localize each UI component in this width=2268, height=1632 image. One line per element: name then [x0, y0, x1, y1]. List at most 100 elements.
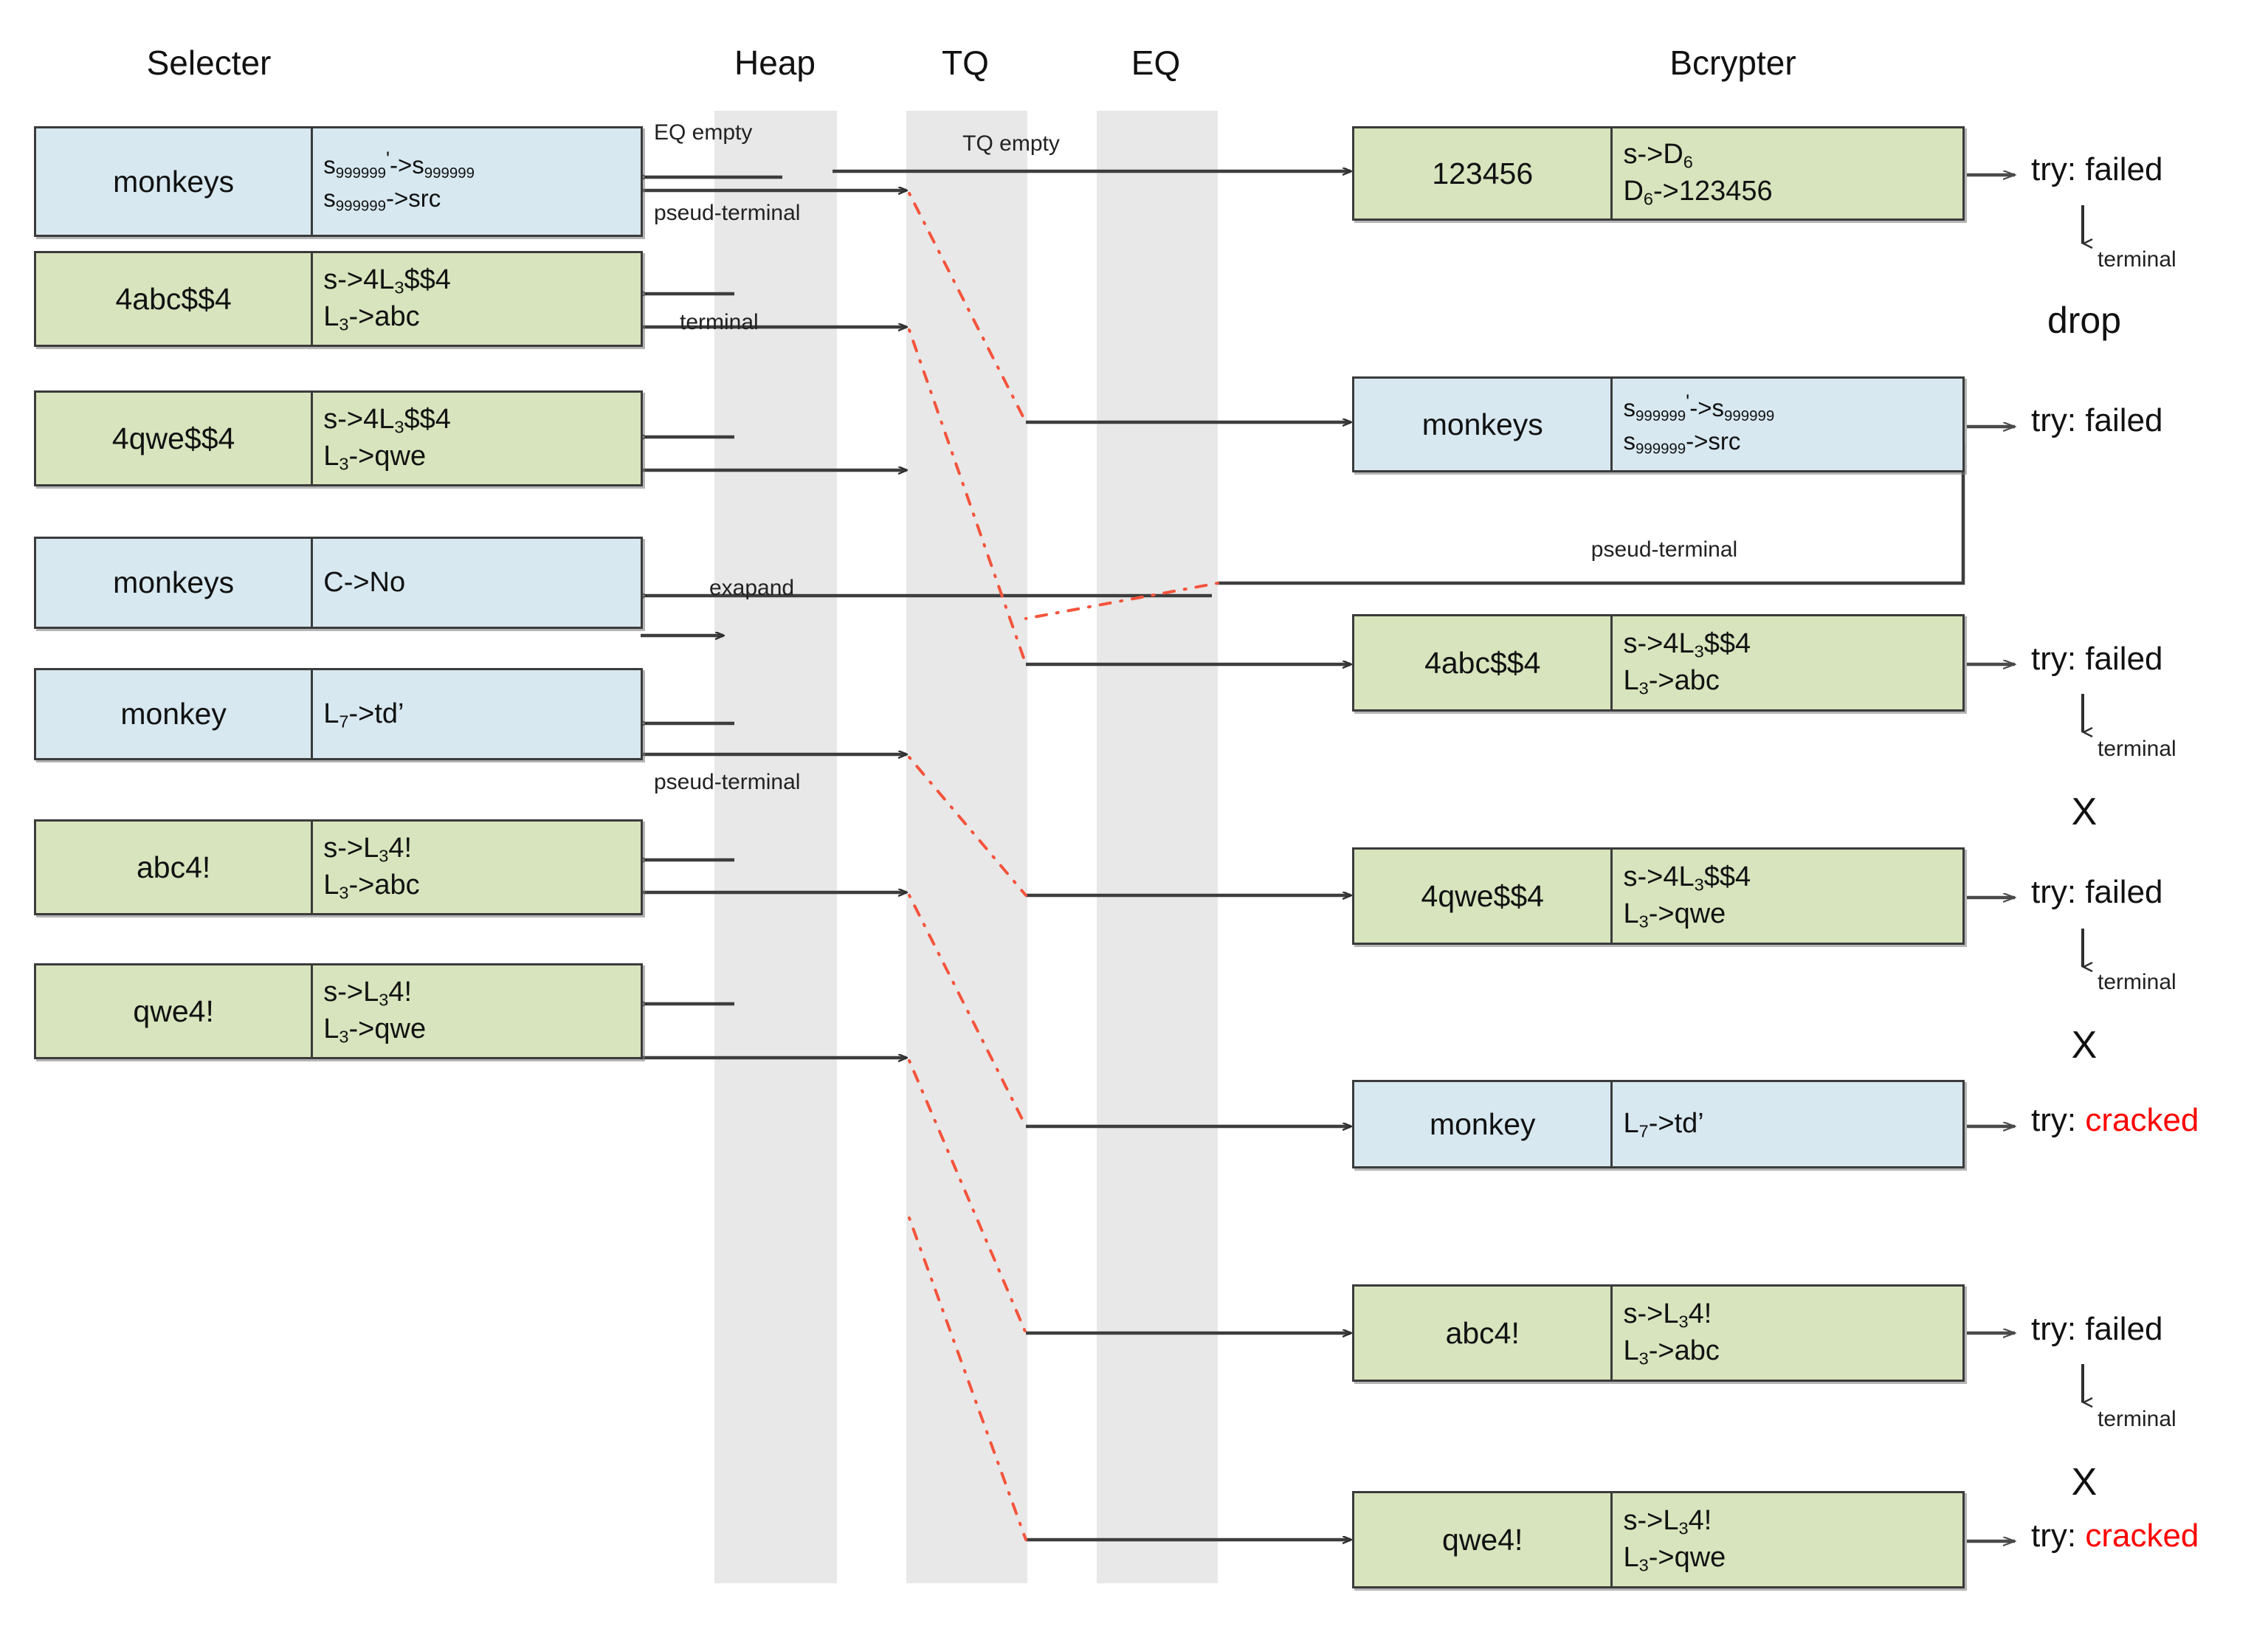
entity-name: monkeys: [1421, 407, 1543, 441]
production-rule: s999999'->s999999: [323, 148, 475, 182]
entity-name: qwe4!: [133, 994, 214, 1028]
column-header-tq: TQ: [942, 44, 989, 82]
selecter-item-monkey[interactable]: monkey L7->td’: [34, 668, 643, 760]
column-header-heap: Heap: [734, 44, 816, 82]
bcrypter-item-4qwedollar-terminal-label: terminal: [2098, 970, 2176, 994]
result-prefix: try:: [2031, 641, 2086, 677]
entity-name-cell: monkeys: [36, 539, 311, 627]
entity-name: 4qwe$$4: [1421, 878, 1544, 913]
bcrypter-item-qwe4[interactable]: qwe4! s->L34! L3->qwe: [1352, 1491, 1965, 1588]
column-header-eq: EQ: [1131, 44, 1181, 82]
entity-rules-cell: L7->td’: [1610, 1082, 1962, 1166]
entity-name-cell: abc4!: [36, 822, 311, 913]
entity-name-cell: 4abc$$4: [36, 253, 311, 345]
result-status: failed: [2085, 151, 2163, 187]
production-rule: s->4L3$$4: [1623, 861, 1751, 895]
result-prefix: try:: [2031, 1102, 2086, 1138]
bcrypter-item-123456-terminal-outcome: drop: [2047, 300, 2122, 341]
result-prefix: try:: [2031, 402, 2086, 438]
bcrypter-item-4abcdollar-result: try: failed: [2031, 641, 2163, 678]
bcrypter-item-abc4[interactable]: abc4! s->L34!L3->abc: [1352, 1284, 1965, 1382]
production-rule: L3->abc: [1623, 665, 1720, 698]
entity-name: qwe4!: [1442, 1522, 1523, 1557]
production-rule: C->No: [323, 567, 406, 599]
bcrypter-item-4qwedollar-result: try: failed: [2031, 874, 2163, 911]
result-status: cracked: [2085, 1518, 2199, 1554]
entity-rules-cell: s->L34!L3->qwe: [311, 965, 641, 1057]
result-prefix: try:: [2031, 874, 2086, 910]
bcrypter-item-123456-result: try: failed: [2031, 151, 2163, 188]
entity-name-cell: monkey: [36, 670, 311, 758]
production-rule: s999999->src: [1623, 427, 1741, 458]
result-prefix: try:: [2031, 1518, 2086, 1554]
production-rule: s->4L3$$4: [323, 264, 451, 297]
selecter-item-monkeys-2[interactable]: monkeys C->No: [34, 537, 643, 629]
production-rule: s->L34!: [323, 833, 413, 866]
production-rule: s->D6: [1623, 139, 1693, 172]
edge-label-tq-empty: TQ empty: [962, 131, 1060, 156]
entity-name: monkeys: [113, 565, 235, 599]
bcrypter-item-123456-terminal-label: terminal: [2098, 247, 2176, 272]
result-status: failed: [2085, 1311, 2163, 1347]
entity-name: monkey: [120, 697, 227, 731]
bcrypter-item-abc4-terminal-label: terminal: [2098, 1407, 2176, 1431]
result-prefix: try:: [2031, 151, 2086, 187]
entity-name: abc4!: [1445, 1315, 1520, 1350]
production-rule: L3->qwe: [1623, 1542, 1726, 1575]
edge-label-terminal-1: terminal: [680, 310, 759, 334]
bcrypter-item-monkeys-result: try: failed: [2031, 402, 2163, 439]
production-rule: s->L34!: [323, 977, 413, 1010]
production-rule: s->L34!: [1623, 1298, 1712, 1332]
selecter-item-abc4[interactable]: abc4!s->L34!L3->abc: [34, 819, 643, 915]
entity-name-cell: 4qwe$$4: [1354, 850, 1610, 943]
selecter-item-qwe4[interactable]: qwe4! s->L34!L3->qwe: [34, 963, 643, 1059]
production-rule: L3->qwe: [323, 1013, 427, 1047]
entity-name: 4abc$$4: [115, 281, 232, 316]
production-rule: L3->qwe: [1623, 898, 1726, 932]
edge-label-eq-empty: EQ empty: [654, 120, 753, 145]
tq-lane: [906, 111, 1027, 1583]
column-header-selecter: Selecter: [146, 44, 272, 82]
entity-rules-cell: s->L34!L3->abc: [1610, 1287, 1962, 1380]
bcrypter-item-4qwedollar-terminal-outcome: X: [2071, 1024, 2098, 1067]
production-rule: L7->td’: [1623, 1108, 1704, 1141]
entity-name-cell: qwe4!: [36, 965, 311, 1057]
production-rule: s->L34!: [1623, 1505, 1712, 1538]
entity-name: monkey: [1429, 1106, 1536, 1141]
result-status: cracked: [2085, 1102, 2199, 1138]
bcrypter-item-monkey-result: try: cracked: [2031, 1102, 2199, 1139]
entity-name-cell: 4qwe$$4: [36, 393, 311, 484]
entity-rules-cell: s->L34! L3->qwe: [1610, 1493, 1962, 1586]
eq-lane: [1097, 111, 1218, 1583]
production-rule: L7->td’: [323, 698, 404, 731]
production-rule: D6->123456: [1623, 176, 1773, 209]
entity-name: 123456: [1432, 156, 1534, 190]
entity-rules-cell: L7->td’: [311, 670, 641, 758]
edge-label-pseud-terminal-1: pseud-terminal: [654, 201, 801, 225]
entity-name: monkeys: [113, 164, 235, 199]
entity-rules-cell: C->No: [311, 539, 641, 627]
production-rule: s->4L3$$4: [1623, 628, 1751, 661]
entity-name-cell: qwe4!: [1354, 1493, 1610, 1586]
production-rule: s999999'->s999999: [1623, 390, 1775, 424]
edge-label-pseud-terminal-2: pseud-terminal: [654, 770, 801, 794]
heap-lane: [714, 111, 837, 1583]
bcrypter-item-4abcdollar-terminal-label: terminal: [2098, 737, 2176, 761]
production-rule: s->4L3$$4: [323, 404, 451, 437]
bcrypter-item-monkey[interactable]: monkey L7->td’: [1352, 1080, 1965, 1168]
